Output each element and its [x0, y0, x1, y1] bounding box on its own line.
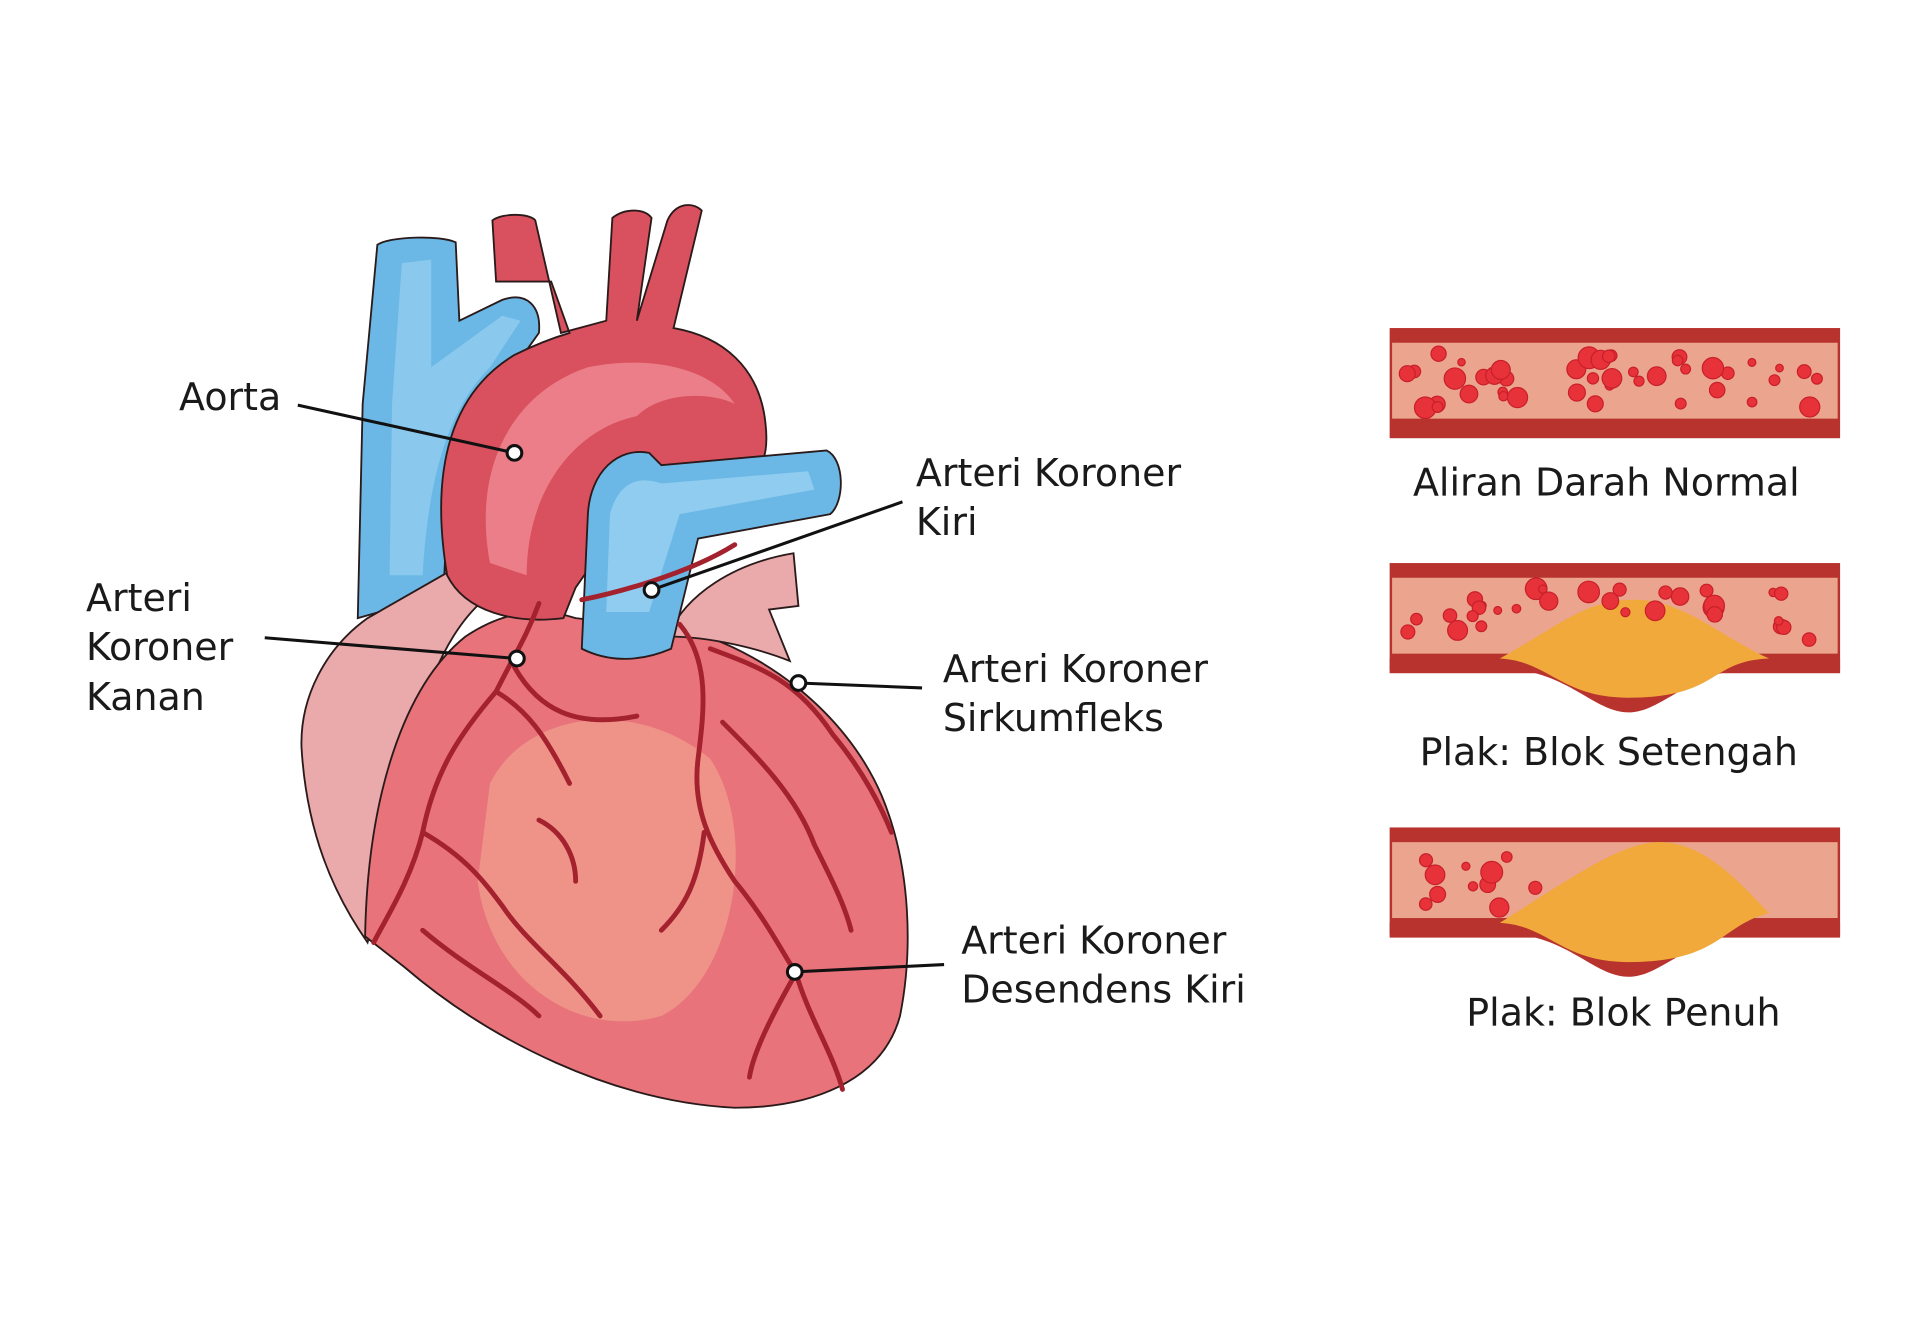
blood-cell	[1457, 357, 1466, 367]
blood-cell	[1461, 861, 1471, 871]
blood-cell	[1442, 608, 1458, 623]
blood-cell	[1680, 363, 1692, 375]
vessel-partial-block	[1389, 563, 1841, 713]
blood-cell	[1537, 584, 1548, 594]
blood-cell	[1490, 359, 1511, 380]
blood-cell	[1612, 582, 1627, 597]
blood-cell	[1601, 349, 1616, 364]
blood-cell	[1586, 372, 1600, 385]
blood-cell	[1498, 390, 1509, 402]
caption-full: Plak: Blok Penuh	[1466, 991, 1780, 1035]
blood-cell	[1620, 607, 1631, 618]
vessel-panels: Aliran Darah Normal Plak: Blok Setengah …	[1389, 328, 1841, 1035]
label-circumflex-2: Sirkumfleks	[943, 696, 1164, 740]
blood-cell	[1601, 367, 1623, 389]
blood-cell	[1539, 591, 1559, 611]
blood-cell	[1773, 616, 1784, 626]
blood-cell	[1747, 357, 1757, 367]
leader-lines	[264, 403, 945, 981]
blood-cell	[1398, 365, 1416, 383]
blood-cell	[1475, 620, 1488, 633]
plaque	[1499, 599, 1770, 698]
blood-cell	[1644, 600, 1666, 622]
blood-cell	[1430, 345, 1447, 362]
blood-cell	[1658, 585, 1673, 600]
blood-cell	[1773, 586, 1789, 601]
blood-cell	[1493, 605, 1503, 615]
blood-cell	[1799, 396, 1821, 418]
blood-cell	[1429, 885, 1447, 903]
left-atrium	[666, 552, 800, 663]
vessel-normal	[1389, 328, 1841, 439]
blood-cell	[1424, 864, 1446, 886]
label-left-coronary-1: Arteri Koroner	[916, 451, 1182, 495]
blood-cell	[1418, 897, 1433, 911]
label-right-coronary-1: Arteri	[86, 576, 192, 620]
label-right-coronary-3: Kanan	[86, 675, 205, 719]
blood-cell	[1701, 356, 1725, 380]
blood-cell	[1708, 381, 1726, 399]
blood-cell	[1601, 592, 1620, 610]
blood-cell	[1796, 364, 1812, 380]
label-right-coronary-2: Koroner	[86, 625, 234, 669]
blood-cell	[1775, 363, 1784, 373]
blood-cell	[1801, 632, 1817, 647]
blood-cell	[1768, 374, 1781, 387]
blood-cell	[1400, 624, 1416, 640]
blood-cell	[1706, 606, 1724, 623]
blood-cell	[1633, 375, 1645, 387]
blood-cell	[1447, 619, 1469, 641]
blood-cell	[1810, 372, 1823, 385]
blood-cell	[1467, 881, 1479, 892]
blood-cell	[1506, 386, 1529, 409]
blood-cell	[1746, 396, 1758, 408]
heart-labels: Aorta Arteri Koroner Kiri Arteri Koroner…	[86, 375, 1246, 1011]
caption-partial: Plak: Blok Setengah	[1420, 730, 1798, 774]
caption-normal: Aliran Darah Normal	[1413, 461, 1800, 505]
blood-cell	[1567, 383, 1586, 402]
blood-cell	[1586, 395, 1604, 413]
plaque	[1499, 842, 1770, 963]
blood-cell	[1528, 880, 1543, 895]
label-descending-1: Arteri Koroner	[961, 919, 1227, 963]
blood-cell	[1500, 851, 1513, 863]
label-circumflex-1: Arteri Koroner	[943, 647, 1209, 691]
blood-cell	[1627, 366, 1639, 378]
blood-cell	[1410, 612, 1423, 626]
blood-cell	[1459, 384, 1479, 404]
blood-cell	[1646, 366, 1667, 387]
blood-cell	[1466, 609, 1479, 623]
blood-cell	[1674, 397, 1687, 410]
blood-cell	[1671, 354, 1684, 367]
blood-cell	[1418, 853, 1434, 868]
blood-cell	[1699, 583, 1714, 598]
label-descending-2: Desendens Kiri	[961, 967, 1246, 1011]
label-left-coronary-2: Kiri	[916, 500, 978, 544]
blood-cell	[1443, 367, 1467, 390]
blood-cell	[1511, 603, 1522, 614]
blood-cell	[1480, 860, 1504, 884]
label-aorta: Aorta	[179, 375, 281, 419]
vessel-full-block	[1389, 827, 1841, 977]
blood-cell	[1489, 897, 1510, 918]
blood-cell	[1431, 400, 1444, 413]
blood-cell	[1577, 580, 1601, 604]
blood-cell	[1670, 587, 1690, 606]
heart-illustration	[300, 204, 909, 1109]
